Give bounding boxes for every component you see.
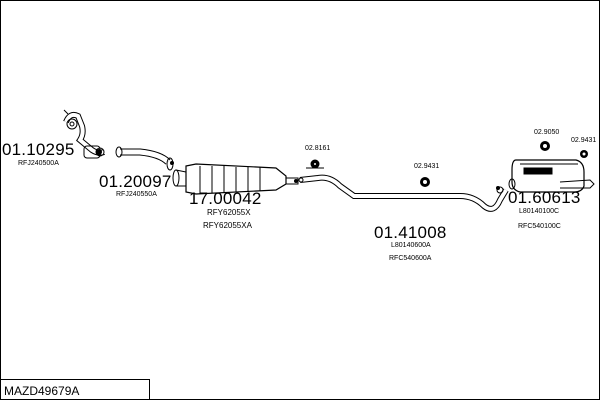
- part-ref-17-00042-b: RFY62055XA: [203, 221, 252, 230]
- part-ref-01-60613-a: L80140100C: [519, 208, 560, 215]
- rear-silencer-drawing: [508, 159, 595, 193]
- second-pipe-drawing: [115, 146, 174, 171]
- model-code: MAZD49679A: [4, 384, 80, 398]
- accessory-number-02-8161: 02.8161: [305, 145, 331, 152]
- part-number-01-10295: 01.10295: [2, 140, 75, 159]
- part-ref-01-10295: RFJ240500A: [18, 160, 59, 167]
- middle-pipe-drawing: [298, 174, 509, 212]
- accessory-number-02-9050: 02.9050: [534, 129, 560, 136]
- accessory-number-02-9431-b: 02.9431: [571, 137, 597, 144]
- hanger-02-9431-b-drawing: [580, 150, 588, 158]
- part-number-01-60613: 01.60613: [508, 188, 581, 207]
- part-ref-01-41008-a: L80140600A: [391, 242, 431, 249]
- part-number-17-00042: 17.00042: [189, 189, 262, 208]
- model-code-box: MAZD49679A: [0, 379, 150, 399]
- part-number-01-20097: 01.20097: [99, 172, 172, 191]
- part-number-01-41008: 01.41008: [374, 223, 447, 242]
- part-ref-01-20097: RFJ240550A: [116, 191, 157, 198]
- clamp-drawing: [96, 149, 500, 190]
- hanger-02-9050-drawing: [540, 141, 550, 151]
- part-ref-17-00042-a: RFY62055X: [207, 208, 251, 217]
- hanger-02-9431-a-drawing: [420, 177, 430, 187]
- accessory-number-02-9431-a: 02.9431: [414, 163, 440, 170]
- part-ref-01-41008-b: RFC540600A: [389, 255, 432, 262]
- part-ref-01-60613-b: RFC540100C: [518, 223, 561, 230]
- catalyst-drawing: [172, 163, 299, 195]
- hanger-02-8161-drawing: [306, 159, 324, 169]
